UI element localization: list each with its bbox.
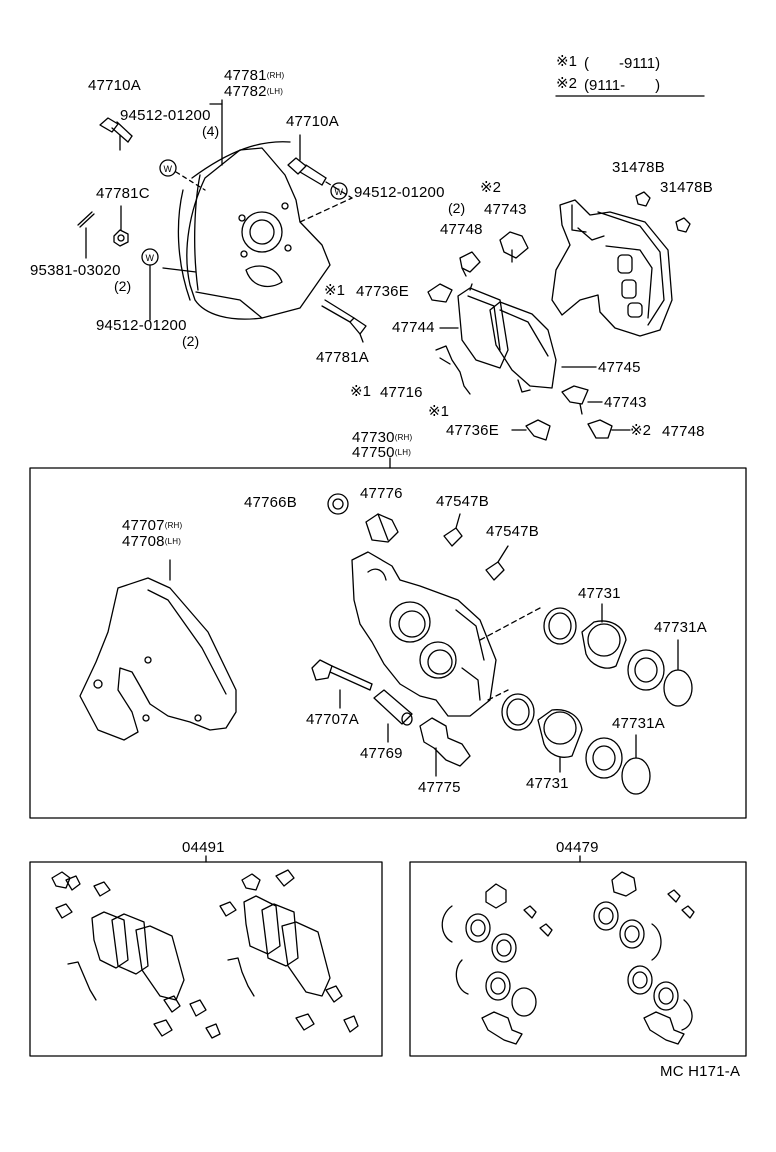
drawing-code: MC H171-A (660, 1063, 741, 1080)
plug-47766B (327, 493, 349, 515)
bleeder-47547B-a (443, 513, 463, 547)
qty-94512-a: (4) (202, 123, 220, 139)
boot-47776 (365, 513, 399, 543)
label-47707A: 47707A (306, 711, 359, 728)
label-47748-a: 47748 (440, 221, 483, 238)
bolt-47710A-b (287, 157, 353, 223)
piston-47731-a (581, 603, 627, 669)
pin-47775 (419, 717, 471, 777)
nut-47781C (113, 205, 129, 247)
label-47547B-b: 47547B (486, 523, 539, 540)
label-47781A: 47781A (316, 349, 369, 366)
label-47766B: 47766B (244, 494, 297, 511)
clip-47748-a (459, 251, 481, 277)
clip-47743-b (561, 385, 589, 415)
svg-text:W: W (146, 253, 155, 263)
washer-94512 (141, 159, 348, 321)
label-47750: 47750(LH) (352, 444, 412, 461)
label-94512-a: 94512-01200 (120, 107, 211, 124)
shim-47736E-b (525, 419, 551, 441)
label-31478B-a: 31478B (612, 159, 665, 176)
label-47748-b: 47748 (662, 423, 705, 440)
label-47769: 47769 (360, 745, 403, 762)
label-47710A-b: 47710A (286, 113, 339, 130)
dust-shield (162, 141, 331, 320)
bracket-47707 (79, 559, 237, 741)
label-47781C: 47781C (96, 185, 150, 202)
label-47708: 47708(LH) (122, 533, 182, 550)
mark-1-a: ※1 (324, 282, 345, 299)
dust-boot-47731A-a (627, 649, 665, 691)
piston-47731-b (537, 709, 583, 773)
label-47731A-b: 47731A (612, 715, 665, 732)
qty-94512-c: (2) (182, 333, 200, 349)
label-95381: 95381-03020 (30, 262, 121, 279)
clip-47743-a (499, 231, 529, 263)
clip-47748-b (587, 419, 613, 439)
legend-range-2: (9111- ) (584, 77, 661, 94)
kit-04479-parts (441, 871, 695, 1045)
qty-94512-b: (2) (448, 200, 466, 216)
caliper-box (29, 467, 747, 819)
kit-04479-box (409, 861, 747, 1057)
label-47781: 47781(RH) (224, 67, 285, 84)
label-94512-b: 94512-01200 (354, 184, 445, 201)
label-47745: 47745 (598, 359, 641, 376)
label-47736E-a: 47736E (356, 283, 409, 300)
label-47775: 47775 (418, 779, 461, 796)
label-94512-c: 94512-01200 (96, 317, 187, 334)
label-47707: 47707(RH) (122, 517, 183, 534)
label-47716: 47716 (380, 384, 423, 401)
legend-mark-1: ※1 (556, 53, 577, 70)
label-47730: 47730(RH) (352, 429, 413, 446)
sleeve-47769 (373, 689, 413, 743)
ring-47731A-a (663, 639, 693, 707)
label-47710A: 47710A (88, 77, 141, 94)
mark-1-c: ※1 (428, 403, 449, 420)
seal-47731-a (543, 607, 577, 645)
legend-mark-2: ※2 (556, 75, 577, 92)
mark-2-a: ※2 (480, 179, 501, 196)
bleeder-47547B-b (485, 545, 509, 581)
seal-47731-b (501, 693, 535, 731)
mark-1-b: ※1 (350, 383, 371, 400)
pad-outer (489, 301, 557, 393)
label-47782: 47782(LH) (224, 83, 284, 100)
bolt-47707A (311, 659, 373, 709)
shim-47736E-a (427, 283, 453, 303)
qty-95381: (2) (114, 278, 132, 294)
svg-text:W: W (164, 164, 173, 174)
label-04479: 04479 (556, 839, 599, 856)
label-04491: 04491 (182, 839, 225, 856)
label-47744: 47744 (392, 319, 435, 336)
label-47547B-a: 47547B (436, 493, 489, 510)
pin-95381 (77, 211, 95, 259)
label-47731-b: 47731 (526, 775, 569, 792)
label-47736E-b: 47736E (446, 422, 499, 439)
label-47731A-a: 47731A (654, 619, 707, 636)
kit-04491-parts (51, 869, 359, 1039)
label-47776: 47776 (360, 485, 403, 502)
label-47743-b: 47743 (604, 394, 647, 411)
caliper-body (351, 551, 541, 717)
bolt-47781A (321, 299, 367, 343)
caliper-assembly-upper (551, 199, 673, 337)
ring-47731A-b (621, 734, 651, 795)
legend-range-1: ( -9111) (584, 55, 661, 72)
label-47743-a: 47743 (484, 201, 527, 218)
svg-text:W: W (335, 187, 344, 197)
mark-2-b: ※2 (630, 422, 651, 439)
boot-31478B (635, 191, 691, 233)
dust-boot-47731A-b (585, 737, 623, 779)
label-31478B-b: 31478B (660, 179, 713, 196)
kit-04491-box (29, 861, 383, 1057)
spring-47716 (435, 345, 471, 395)
label-47731-a: 47731 (578, 585, 621, 602)
pad-inner (457, 283, 509, 369)
